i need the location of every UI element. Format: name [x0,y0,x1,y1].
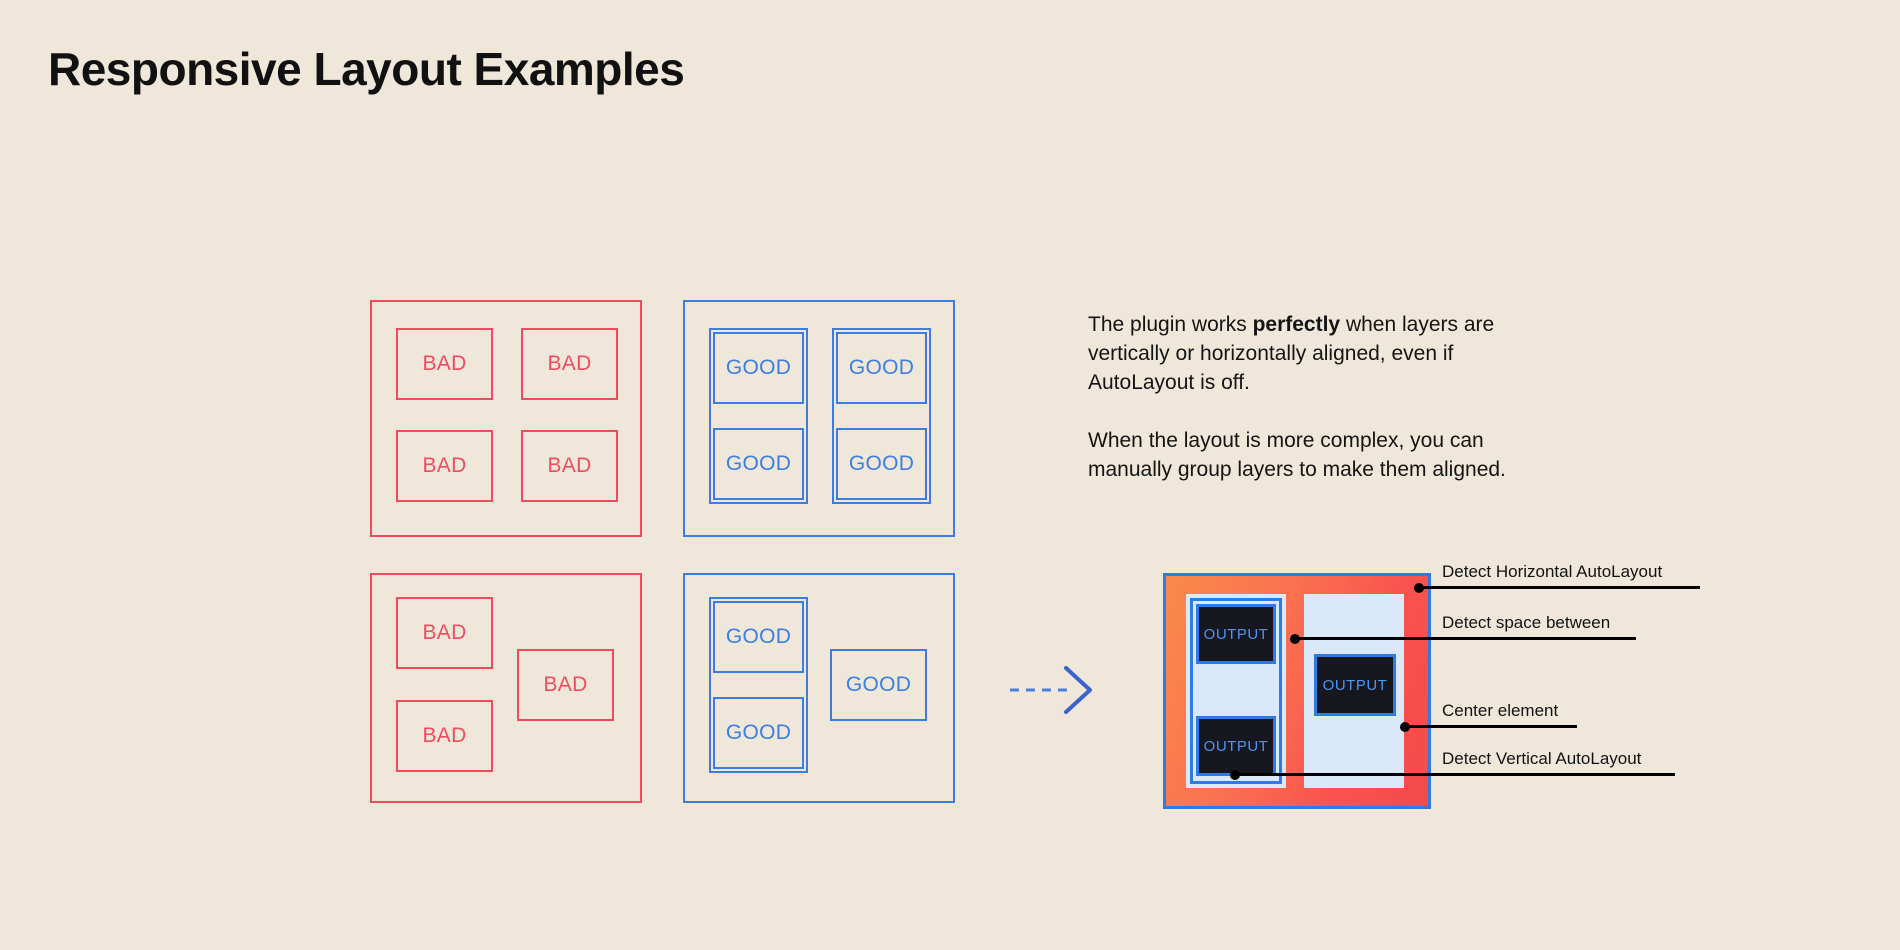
good-complex-cell: GOOD [713,697,804,769]
good-cell: GOOD [836,332,927,404]
cell-label: BAD [547,352,592,375]
cell-label: GOOD [845,673,912,696]
bad-complex-cell: BAD [517,649,614,721]
cell-label: GOOD [848,452,915,475]
intro-paragraph-1: The plugin works perfectly when layers a… [1088,310,1558,397]
intro-p1-part-a: The plugin works [1088,313,1253,336]
good-column-group: GOOD GOOD [832,328,931,504]
annotation-line [1295,637,1636,640]
page-title: Responsive Layout Examples [48,43,685,95]
output-box: OUTPUT [1314,654,1396,716]
good-complex-frame: GOOD GOOD GOOD [683,573,955,803]
cell-label: BAD [422,454,467,477]
bad-grid-cell: BAD [396,328,493,400]
output-label: OUTPUT [1322,676,1388,694]
bad-grid-cell: BAD [396,430,493,502]
good-complex-cell: GOOD [713,601,804,673]
annotation-label: Detect Horizontal AutoLayout [1442,562,1663,581]
intro-p1-part-b: when layers are vertically or horizontal… [1088,313,1495,394]
intro-paragraph-2: When the layout is more complex, you can… [1088,429,1506,481]
intro-copy: The plugin works perfectly when layers a… [1088,310,1558,484]
annotation-label: Detect Vertical AutoLayout [1442,749,1642,768]
arrow-right-dashed-icon [1010,660,1100,720]
output-box: OUTPUT [1196,604,1276,664]
output-box: OUTPUT [1196,716,1276,776]
bad-complex-cell: BAD [396,597,493,669]
bad-grid-cell: BAD [521,430,618,502]
good-column-group: GOOD GOOD [709,328,808,504]
intro-p1-bold: perfectly [1252,313,1341,336]
output-label: OUTPUT [1203,625,1269,643]
annotation-label: Center element [1442,701,1559,720]
cell-label: GOOD [848,356,915,379]
annotation-line [1235,773,1675,776]
paragraph-gap [1088,397,1558,426]
cell-label: GOOD [725,452,792,475]
bad-complex-frame: BAD BAD BAD [370,573,642,803]
cell-label: BAD [422,352,467,375]
annotation-label: Detect space between [1442,613,1611,632]
left-column-group-outline [1190,598,1282,784]
cell-label: BAD [547,454,592,477]
good-grid-frame: GOOD GOOD GOOD GOOD [683,300,955,537]
cell-label: GOOD [725,721,792,744]
output-label: OUTPUT [1203,737,1269,755]
bad-complex-cell: BAD [396,700,493,772]
good-complex-group: GOOD GOOD [709,597,808,773]
cell-label: GOOD [725,356,792,379]
good-cell: GOOD [713,428,804,500]
bad-grid-cell: BAD [521,328,618,400]
annotation-line [1419,586,1700,589]
cell-label: BAD [543,673,588,696]
cell-label: BAD [422,621,467,644]
good-cell: GOOD [836,428,927,500]
detect-diagram: OUTPUT OUTPUT OUTPUT [1163,573,1431,809]
good-cell: GOOD [713,332,804,404]
good-complex-cell: GOOD [830,649,927,721]
annotation-line [1405,725,1577,728]
bad-grid-frame: BAD BAD BAD BAD [370,300,642,537]
cell-label: GOOD [725,625,792,648]
cell-label: BAD [422,724,467,747]
